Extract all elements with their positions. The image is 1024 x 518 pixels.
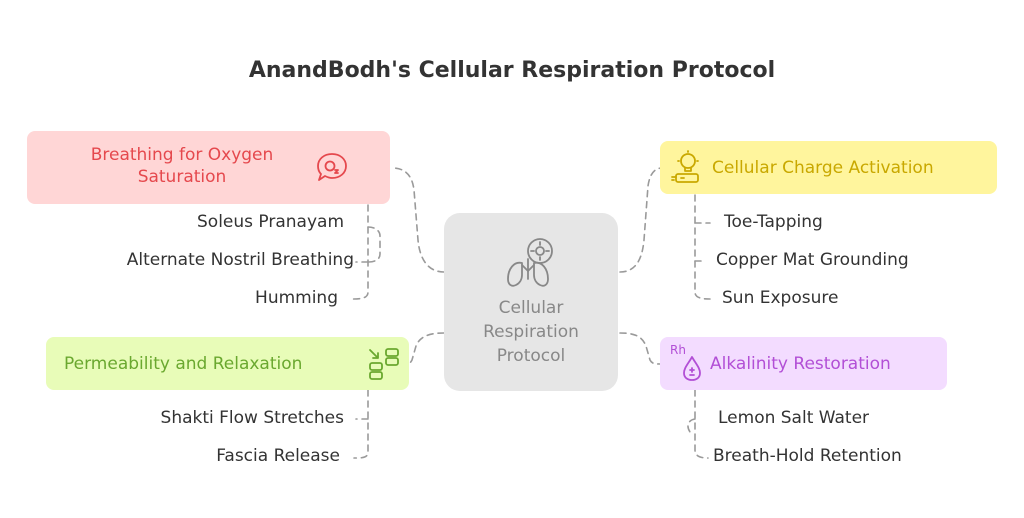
branch-oxygen: Breathing for Oxygen Saturation <box>27 131 390 204</box>
diagram-title: AnandBodh's Cellular Respiration Protoco… <box>248 58 776 83</box>
cells-exchange-icon <box>369 348 399 380</box>
rh-drop-icon-label: Rh <box>670 343 686 357</box>
connector-permeability-items <box>353 389 369 459</box>
center-label-line-3: Protocol <box>496 346 566 366</box>
rh-drop-icon <box>683 356 701 381</box>
center-label: Cellular Respiration Protocol <box>444 296 618 368</box>
connector-center-charge <box>619 167 663 273</box>
branch-alkalinity-label: Alkalinity Restoration <box>710 354 891 374</box>
branch-permeability-label: Permeability and Relaxation <box>64 354 303 374</box>
connector-oxygen-item-1 <box>367 226 381 263</box>
alkalinity-item-2: Breath-Hold Retention <box>713 446 902 466</box>
o2-speech-bubble-icon <box>317 153 347 181</box>
center-label-line-2: Respiration <box>483 322 579 342</box>
charge-item-1: Toe-Tapping <box>724 212 823 232</box>
connector-alkalinity-item-1 <box>687 418 696 433</box>
branch-oxygen-label-line-1: Breathing for Oxygen <box>90 145 274 165</box>
connector-alkalinity-items <box>694 389 709 459</box>
branch-oxygen-label-line-2: Saturation <box>137 167 227 187</box>
branch-oxygen-label: Breathing for Oxygen Saturation <box>67 144 297 188</box>
permeability-item-1: Shakti Flow Stretches <box>160 408 344 428</box>
branch-charge: Cellular Charge Activation <box>660 141 997 194</box>
center-node: Cellular Respiration Protocol <box>444 213 618 391</box>
connector-charge-items <box>694 194 711 300</box>
branch-permeability: Permeability and Relaxation <box>46 337 409 390</box>
oxygen-item-2: Alternate Nostril Breathing <box>126 250 354 270</box>
charge-item-2: Copper Mat Grounding <box>716 250 909 270</box>
center-label-line-1: Cellular <box>498 298 564 318</box>
lightbulb-battery-icon <box>671 150 699 183</box>
connector-oxygen-items <box>351 204 369 300</box>
oxygen-item-1: Soleus Pranayam <box>197 212 344 232</box>
lungs-gear-icon <box>507 238 553 287</box>
alkalinity-item-1: Lemon Salt Water <box>718 408 870 428</box>
oxygen-item-3: Humming <box>255 288 338 308</box>
branch-alkalinity: Rh Alkalinity Restoration <box>660 337 947 390</box>
connector-center-oxygen <box>391 167 445 273</box>
charge-item-3: Sun Exposure <box>722 288 839 308</box>
connector-center-alkalinity <box>619 332 661 365</box>
branch-charge-label: Cellular Charge Activation <box>712 158 934 178</box>
permeability-item-2: Fascia Release <box>216 446 340 466</box>
connector-center-permeability <box>405 332 445 365</box>
